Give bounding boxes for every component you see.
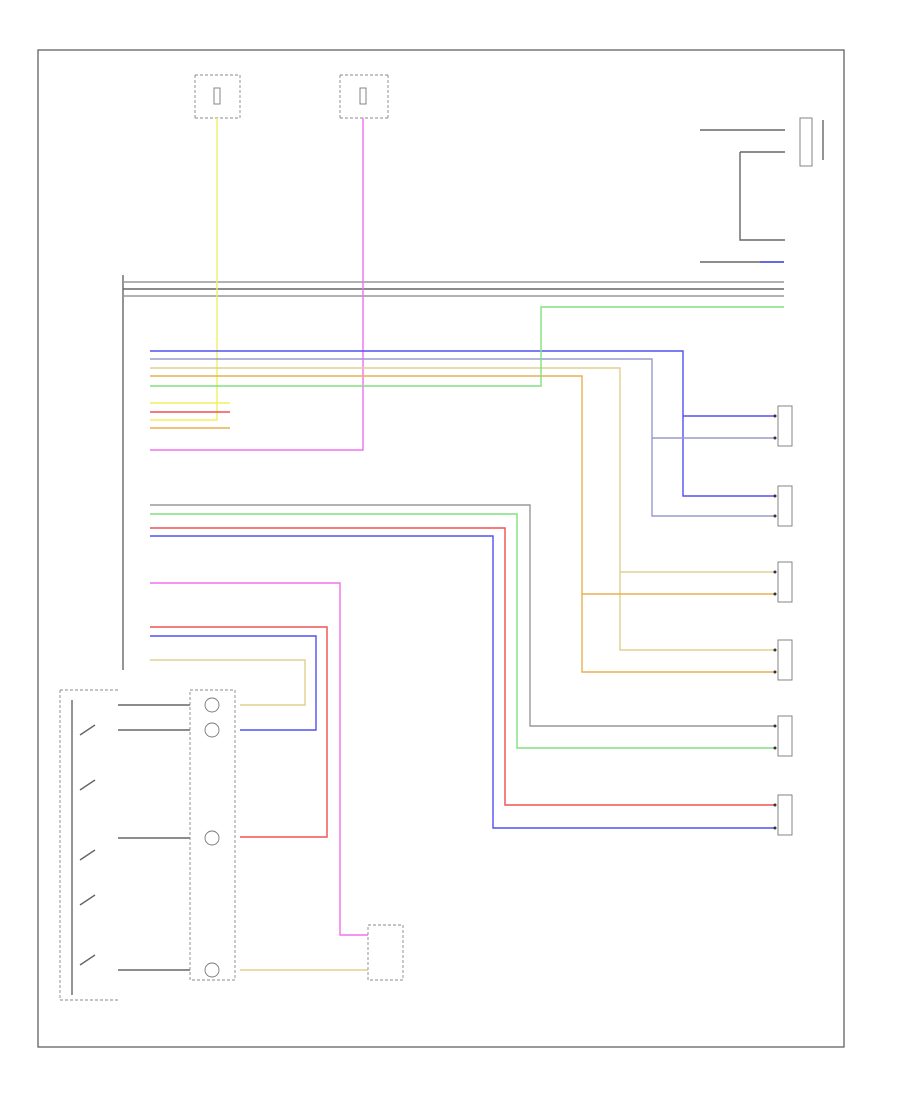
speaker-connector-3 [773,561,793,603]
wire-magenta-feed [150,118,364,451]
wire-blue-lower [150,535,775,829]
wire-gray-lower [150,504,775,727]
wire-tan-upper [150,367,775,651]
speaker-connector-5 [773,715,793,757]
wire-yellow-feed [150,118,218,421]
speaker-connector-6 [773,794,793,836]
fuse-block-left [194,74,241,119]
speaker-connector-1 [773,405,793,447]
speaker-connector-2 [773,485,793,527]
steering-switch [59,689,190,1001]
diagram-frame [37,49,845,1048]
wire-blue-upper [150,350,775,497]
wire-orange-upper [150,375,775,673]
speaker-connector-4 [773,639,793,681]
wire-green-lower [150,513,775,749]
wire-green-upper [150,306,784,387]
wire-magenta-meter [150,582,368,936]
clock-spring [189,689,236,981]
wire-tan-control [150,659,306,706]
wire-red-lower [150,527,775,806]
antenna-connector [700,117,824,241]
fuse-block-right [339,74,389,119]
wire-blue-control [150,635,317,731]
combination-meter [367,924,404,981]
wire-red-control [150,626,328,838]
